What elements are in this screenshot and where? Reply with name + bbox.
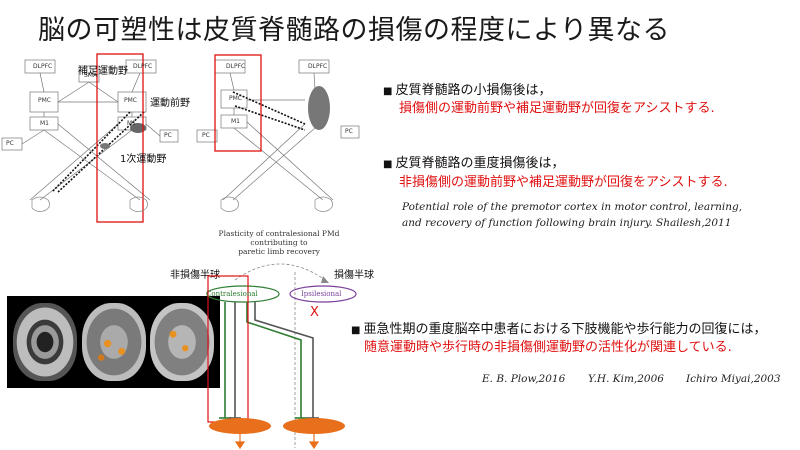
bullet-subacute-body: 随意運動時や歩行時の非損傷側運動野の活性化が関連している. <box>364 340 732 355</box>
citation-line-2: and recovery of function following brain… <box>402 217 732 229</box>
box2-pc-right: PC <box>345 128 353 135</box>
citation-line-1: Potential role of the premotor cortex in… <box>402 201 743 213</box>
box2-dlpfc-left: DLPFC <box>226 63 246 70</box>
bullet-3-head-text: 亜急性期の重度脳卒中患者における下肢機能や歩行能力の回復には， <box>363 322 767 337</box>
box-pc-left: PC <box>6 140 14 147</box>
box-dlpfc-left: DLPFC <box>33 63 53 70</box>
pmd-caption-line-1: Plasticity of contralesional PMd <box>218 229 340 238</box>
reference-kim: Y.H. Kim,2006 <box>588 373 664 385</box>
box-m1-right: M1 <box>127 120 136 127</box>
box-pmc-left: PMC <box>38 97 51 104</box>
pmd-tract-diagram <box>206 263 357 450</box>
bullet-small-lesion-body: 損傷側の運動前野や補足運動野が回復をアシストする. <box>399 101 715 116</box>
box-pmc-right: PMC <box>124 97 137 104</box>
diagram-severe-lesion <box>196 54 360 212</box>
mri-scan-2 <box>82 303 146 381</box>
bullet-severe-lesion-head: ■皮質脊髄路の重度損傷後は， <box>383 152 564 171</box>
diagram-small-lesion <box>1 53 179 223</box>
pmd-caption: Plasticity of contralesional PMd contrib… <box>196 229 362 256</box>
bullet-subacute-head: ■亜急性期の重度脳卒中患者における下肢機能や歩行能力の回復には， <box>351 318 766 337</box>
label-sma-jp: 補足運動野 <box>78 66 128 77</box>
bullet-2-head-text: 皮質脊髄路の重度損傷後は， <box>395 156 565 171</box>
mri-scan-3 <box>150 303 214 381</box>
box2-pc-left: PC <box>202 132 210 139</box>
box-pc-right: PC <box>164 132 172 139</box>
x-mark: X <box>310 305 319 320</box>
bullet-severe-lesion-body: 非損傷側の運動前野や補足運動野が回復をアシストする. <box>399 175 728 190</box>
box2-pmc-left: PMC <box>229 95 242 102</box>
bullet-1-head-text: 皮質脊髄路の小損傷後は， <box>395 83 552 98</box>
bullet-marker: ■ <box>383 159 393 170</box>
slide-title: 脳の可塑性は皮質脊髄路の損傷の程度により異なる <box>38 15 670 46</box>
label-lesioned-hemisphere: 損傷半球 <box>334 270 374 281</box>
label-premotor-jp: 運動前野 <box>150 98 190 109</box>
pmd-caption-line-3: paretic limb recovery <box>238 247 320 256</box>
box-m1-left: M1 <box>40 120 49 127</box>
bullet-marker: ■ <box>383 86 393 97</box>
label-non-lesioned-hemisphere: 非損傷半球 <box>170 270 220 281</box>
box2-m1-left: M1 <box>231 118 240 125</box>
label-primary-motor-jp: 1次運動野 <box>120 154 167 165</box>
box-dlpfc-right: DLPFC <box>133 63 153 70</box>
label-ipsilesional: Ipsilesional <box>301 290 342 298</box>
reference-plow: E. B. Plow,2016 <box>482 373 566 385</box>
pmd-caption-line-2: contributing to <box>250 238 308 247</box>
bullet-marker: ■ <box>351 325 361 336</box>
reference-miyai: Ichiro Miyai,2003 <box>686 373 781 385</box>
box2-dlpfc-right: DLPFC <box>308 63 328 70</box>
box-sma: SMA <box>84 72 98 79</box>
mri-scan-1 <box>13 303 77 381</box>
label-contralesional: Contralesional <box>206 290 258 298</box>
bullet-small-lesion-head: ■皮質脊髄路の小損傷後は， <box>383 79 551 98</box>
